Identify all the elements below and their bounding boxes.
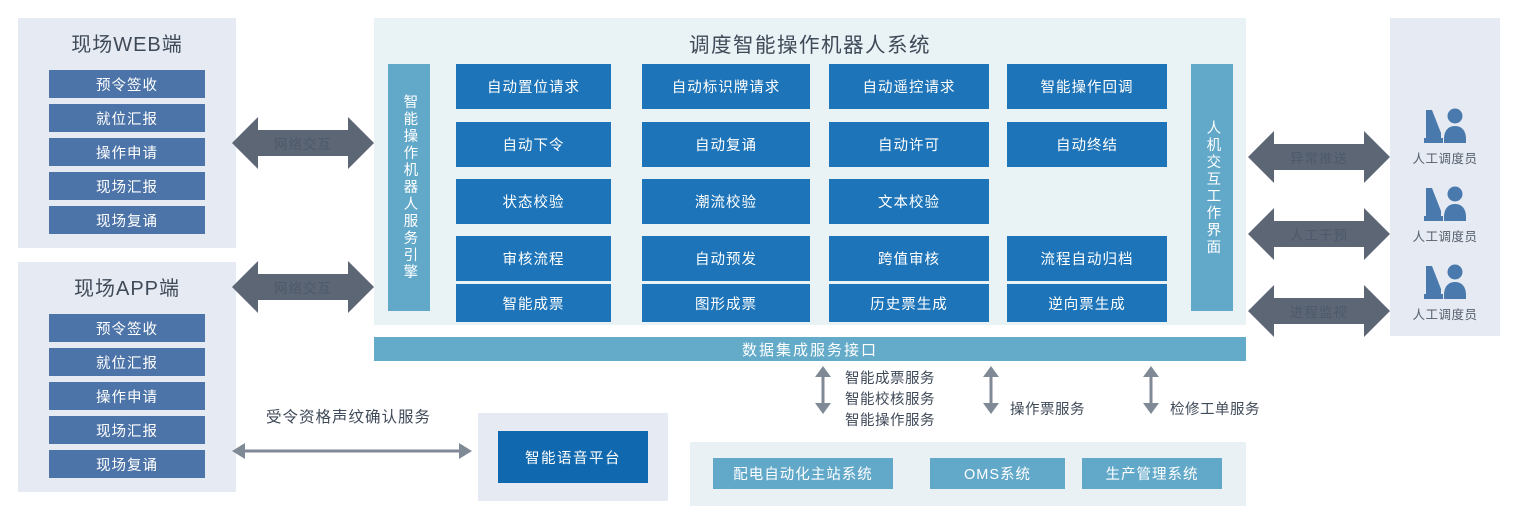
operator-label: 人工调度员 [1412,308,1478,322]
web-client-item-1[interactable]: 就位汇报 [49,104,205,132]
operator-desk-icon [1424,186,1466,221]
app-client-item-4[interactable]: 现场复诵 [49,450,205,478]
service-label-maintenance-order: 检修工单服务 [1170,402,1260,418]
function-cell[interactable]: 自动终结 [1007,122,1167,167]
service-label-line-2: 智能校核服务 [845,392,935,409]
operator-desk-icon [1424,108,1466,143]
service-label-line-3: 智能操作服务 [845,413,935,430]
voice-platform-box[interactable]: 智能语音平台 [498,431,648,483]
function-cell[interactable]: 自动置位请求 [456,64,611,109]
arrow-exception-push: 异常推送 [1248,131,1390,183]
panel-app-client: 现场APP端 预令签收 就位汇报 操作申请 现场汇报 现场复诵 [18,262,236,492]
web-client-item-0[interactable]: 预令签收 [49,70,205,98]
function-cell[interactable]: 审核流程 [456,236,611,281]
external-system-dms[interactable]: 配电自动化主站系统 [713,458,893,489]
arrow-network-web: 网络交互 [232,117,374,169]
hmi-workspace-label: 人机交互工作界面 [1204,119,1221,256]
app-client-item-3[interactable]: 现场汇报 [49,416,205,444]
operator-label: 人工调度员 [1412,152,1478,166]
function-cell[interactable]: 自动遥控请求 [829,64,989,109]
operator-entry[interactable]: 人工调度员 [1390,259,1500,327]
operator-entry[interactable]: 人工调度员 [1390,181,1500,249]
app-client-item-1[interactable]: 就位汇报 [49,348,205,376]
function-cell[interactable]: 流程自动归档 [1007,236,1167,281]
function-cell[interactable]: 智能操作回调 [1007,64,1167,109]
function-cell[interactable]: 潮流校验 [642,179,810,224]
service-label-line-1: 智能成票服务 [845,371,935,387]
arrow-process-monitor: 进程监视 [1248,285,1390,337]
web-client-title: 现场WEB端 [71,34,183,56]
function-cell[interactable]: 智能成票 [456,284,611,322]
web-client-item-2[interactable]: 操作申请 [49,138,205,166]
arrow-manual-intervention: 人工干预 [1248,208,1390,260]
panel-voice-platform: 智能语音平台 [478,413,668,501]
function-cell[interactable]: 自动复诵 [642,122,810,167]
function-cell[interactable]: 状态校验 [456,179,611,224]
service-label-operation-ticket: 操作票服务 [1010,402,1085,418]
arrow-intelligent-services [812,366,834,414]
panel-operators: 人工调度员 人工调度员 人工调度员 [1390,18,1500,336]
external-system-pms[interactable]: 生产管理系统 [1082,458,1222,489]
operator-entry[interactable]: 人工调度员 [1390,103,1500,171]
app-client-item-2[interactable]: 操作申请 [49,382,205,410]
app-client-item-0[interactable]: 预令签收 [49,314,205,342]
arrow-operation-ticket-service [980,366,1002,414]
function-cell[interactable]: 图形成票 [642,284,810,322]
panel-web-client: 现场WEB端 预令签收 就位汇报 操作申请 现场汇报 现场复诵 [18,18,236,248]
operator-label: 人工调度员 [1412,230,1478,244]
service-label-intelligent-group: 智能成票服务 智能校核服务 智能操作服务 [845,369,935,432]
arrow-voiceprint-service [232,440,472,462]
function-cell[interactable]: 自动下令 [456,122,611,167]
operator-desk-icon [1424,264,1466,299]
hmi-workspace-bar: 人机交互工作界面 [1191,64,1233,311]
data-integration-bus: 数据集成服务接口 [374,337,1246,361]
function-cell[interactable]: 文本校验 [829,179,989,224]
web-client-item-3[interactable]: 现场汇报 [49,172,205,200]
service-engine-label: 智能操作机器人服务引擎 [401,94,418,281]
web-client-item-4[interactable]: 现场复诵 [49,206,205,234]
function-cell[interactable]: 自动预发 [642,236,810,281]
app-client-title: 现场APP端 [73,278,181,300]
function-cell[interactable]: 自动标识牌请求 [642,64,810,109]
function-cell[interactable]: 自动许可 [829,122,989,167]
robot-system-title: 调度智能操作机器人系统 [689,34,931,57]
external-system-oms[interactable]: OMS系统 [930,458,1065,489]
arrow-network-app: 网络交互 [232,261,374,313]
function-cell[interactable]: 历史票生成 [829,284,989,322]
arrow-maintenance-order-service [1140,366,1162,414]
function-cell[interactable]: 逆向票生成 [1007,284,1167,322]
panel-external-systems: 配电自动化主站系统 OMS系统 生产管理系统 [690,442,1246,506]
function-cell[interactable]: 跨值审核 [829,236,989,281]
service-engine-bar: 智能操作机器人服务引擎 [388,64,430,311]
voiceprint-service-label: 受令资格声纹确认服务 [266,409,432,426]
panel-robot-system: 调度智能操作机器人系统 智能操作机器人服务引擎 人机交互工作界面 自动置位请求 … [374,18,1246,325]
